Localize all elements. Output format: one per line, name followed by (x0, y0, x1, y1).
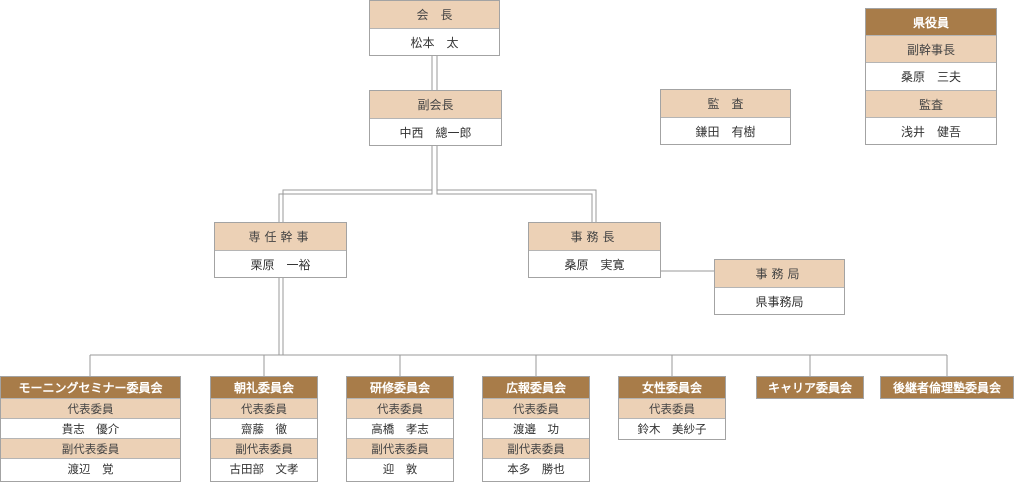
auditor-title: 監 査 (661, 90, 790, 117)
vice-name: 迎 敦 (347, 458, 453, 478)
committee-morning-seminar: モーニングセミナー委員会 代表委員 貴志 優介 副代表委員 渡辺 覚 (0, 376, 181, 482)
rep-label: 代表委員 (211, 398, 317, 418)
vice-name: 古田部 文孝 (211, 458, 317, 478)
committee-women: 女性委員会 代表委員 鈴木 美紗子 (618, 376, 726, 440)
secretary-general-name: 桑原 実寛 (529, 250, 660, 277)
auditor-name: 鎌田 有樹 (661, 117, 790, 144)
secretariat-name: 県事務局 (715, 287, 844, 314)
vice-president-box: 副会長 中西 總一郎 (369, 90, 502, 146)
committee-name: 広報委員会 (483, 377, 589, 398)
vice-president-name: 中西 總一郎 (370, 118, 501, 145)
rep-label: 代表委員 (1, 398, 180, 418)
committee-name: モーニングセミナー委員会 (1, 377, 180, 398)
vice-label: 副代表委員 (1, 438, 180, 458)
vice-name: 渡辺 覚 (1, 458, 180, 478)
committee-name: キャリア委員会 (757, 377, 863, 398)
auditor-box: 監 査 鎌田 有樹 (660, 89, 791, 145)
vice-name: 本多 勝也 (483, 458, 589, 478)
president-name: 松本 太 (370, 28, 499, 55)
rep-label: 代表委員 (619, 398, 725, 418)
vice-label: 副代表委員 (211, 438, 317, 458)
rep-name: 貴志 優介 (1, 418, 180, 438)
committee-name: 女性委員会 (619, 377, 725, 398)
secretariat-box: 事務局 県事務局 (714, 259, 845, 315)
committee-training: 研修委員会 代表委員 高橋 孝志 副代表委員 迎 敦 (346, 376, 454, 482)
president-box: 会 長 松本 太 (369, 0, 500, 56)
secretariat-title: 事務局 (715, 260, 844, 287)
rep-name: 鈴木 美紗子 (619, 418, 725, 438)
committee-successor-ethics: 後継者倫理塾委員会 (880, 376, 1014, 399)
managing-director-name: 栗原 一裕 (215, 250, 346, 277)
rep-name: 高橋 孝志 (347, 418, 453, 438)
prefectural-auditor-label: 監査 (866, 90, 996, 117)
vice-secretary-label: 副幹事長 (866, 35, 996, 62)
rep-name: 渡邉 功 (483, 418, 589, 438)
prefectural-officers-box: 県役員 副幹事長 桑原 三夫 監査 浅井 健吾 (865, 8, 997, 145)
vice-president-title: 副会長 (370, 91, 501, 118)
prefectural-officers-title: 県役員 (866, 9, 996, 35)
vice-label: 副代表委員 (483, 438, 589, 458)
secretary-general-title: 事務長 (529, 223, 660, 250)
committee-career: キャリア委員会 (756, 376, 864, 399)
rep-label: 代表委員 (347, 398, 453, 418)
committee-public-relations: 広報委員会 代表委員 渡邉 功 副代表委員 本多 勝也 (482, 376, 590, 482)
managing-director-title: 専任幹事 (215, 223, 346, 250)
committee-name: 研修委員会 (347, 377, 453, 398)
rep-name: 齋藤 徹 (211, 418, 317, 438)
president-title: 会 長 (370, 1, 499, 28)
committee-name: 後継者倫理塾委員会 (881, 377, 1013, 398)
prefectural-auditor-name: 浅井 健吾 (866, 117, 996, 144)
vice-secretary-name: 桑原 三夫 (866, 62, 996, 90)
managing-director-box: 専任幹事 栗原 一裕 (214, 222, 347, 278)
rep-label: 代表委員 (483, 398, 589, 418)
vice-label: 副代表委員 (347, 438, 453, 458)
committee-morning-assembly: 朝礼委員会 代表委員 齋藤 徹 副代表委員 古田部 文孝 (210, 376, 318, 482)
committee-name: 朝礼委員会 (211, 377, 317, 398)
secretary-general-box: 事務長 桑原 実寛 (528, 222, 661, 278)
